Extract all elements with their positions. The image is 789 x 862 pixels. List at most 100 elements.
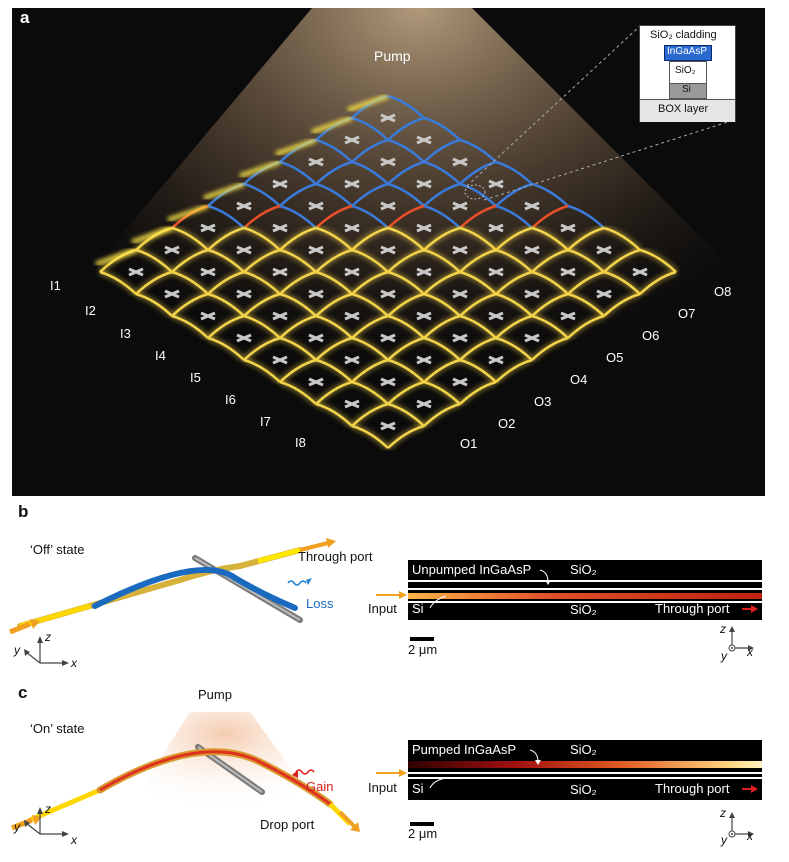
waveguide-segment <box>279 182 317 207</box>
on-axis-z: z <box>45 802 51 816</box>
input-lead <box>167 203 209 223</box>
waveguide-segment <box>171 314 209 339</box>
coupler-node <box>380 421 396 431</box>
waveguide-segment <box>387 160 425 185</box>
off-strip-si-label: Si <box>412 601 424 616</box>
off-strip-sio2-top: SiO₂ <box>570 562 597 577</box>
coupler-node <box>452 333 468 343</box>
output-label-1: O1 <box>460 436 478 451</box>
cross-section-inset: SiO₂ cladding InGaAsP SiO₂ Si BOX layer <box>639 25 736 122</box>
inset-ingaasp-layer: InGaAsP <box>664 45 712 61</box>
on-axis-y: y <box>14 820 20 834</box>
waveguide-segment <box>423 160 461 185</box>
input-label-1: I1 <box>50 278 61 293</box>
drop-port-label: Drop port <box>260 817 315 832</box>
on-strip-line-1 <box>408 772 762 774</box>
on-strip-input-label: Input <box>368 780 397 795</box>
output-label-5: O5 <box>606 350 624 365</box>
waveguide-segment <box>351 160 389 185</box>
coupler-node <box>416 223 432 233</box>
coupler-node <box>272 355 288 365</box>
coupler-node <box>452 289 468 299</box>
waveguide-segment <box>315 402 353 427</box>
coupler-node <box>308 333 324 343</box>
coupler-node <box>380 289 396 299</box>
coupler-node <box>524 245 540 255</box>
off-strip-mode <box>408 593 762 599</box>
coupler-node <box>380 333 396 343</box>
inset-sio2-layer: SiO₂ <box>669 61 707 84</box>
off-strip-unpumped-label: Unpumped InGaAsP <box>412 562 532 577</box>
input-lead <box>347 93 389 113</box>
coupler-node <box>344 223 360 233</box>
coupler-node <box>596 245 612 255</box>
inset-si-layer: Si <box>669 83 707 99</box>
on-strip-axis-z: z <box>720 806 726 820</box>
on-state-label: ‘On’ state <box>30 721 85 736</box>
waveguide-segment <box>351 116 389 141</box>
waveguide-segment <box>387 424 425 449</box>
coupler-node <box>128 267 144 277</box>
waveguide-segment <box>315 160 353 185</box>
off-strip-line-2 <box>408 588 762 590</box>
off-axis-z: z <box>45 630 51 644</box>
output-label-2: O2 <box>498 416 516 431</box>
waveguide-segment <box>423 182 461 207</box>
waveguide-segment <box>387 116 425 141</box>
coupler-node <box>200 223 216 233</box>
coupler-node <box>380 157 396 167</box>
coupler-node <box>200 267 216 277</box>
on-strip-through-port: Through port <box>655 781 730 796</box>
coupler-node <box>272 267 288 277</box>
off-axis-x: x <box>71 656 77 670</box>
coupler-node <box>344 179 360 189</box>
coupler-node <box>236 289 252 299</box>
off-strip-line-3 <box>408 601 762 603</box>
off-coupler-illustration <box>9 538 336 666</box>
input-label-7: I7 <box>260 414 271 429</box>
coupler-node <box>308 289 324 299</box>
inset-box-label: BOX layer <box>658 103 709 115</box>
output-label-3: O3 <box>534 394 552 409</box>
waveguide-segment <box>603 292 641 317</box>
input-label-4: I4 <box>155 348 166 363</box>
coupler-node <box>416 399 432 409</box>
output-label-7: O7 <box>678 306 696 321</box>
waveguide-segment <box>531 336 569 361</box>
waveguide-segment <box>351 424 389 449</box>
panel-a-letter: a <box>20 8 30 27</box>
coupler-node <box>524 201 540 211</box>
off-strip-axis-x: x <box>747 645 753 659</box>
output-label-4: O4 <box>570 372 588 387</box>
on-coupler-illustration <box>11 712 360 837</box>
panel-c-letter: c <box>18 683 28 702</box>
off-state-label: ‘Off’ state <box>30 542 85 557</box>
off-strip-axes-icon <box>728 626 754 652</box>
waveguide-segment <box>243 182 281 207</box>
panel-a-illustration: Pump I1 I2 I3 I4 I5 I6 I7 I8 O1 O2 O3 O4… <box>12 8 765 496</box>
coupler-node <box>452 157 468 167</box>
off-input-arrow-icon <box>376 591 407 599</box>
on-strip-line-2 <box>408 777 762 779</box>
waveguide-segment <box>351 182 389 207</box>
on-strip-axis-x: x <box>747 829 753 843</box>
coupler-node <box>308 201 324 211</box>
on-axis-x: x <box>71 833 77 847</box>
off-axis-y: y <box>14 643 20 657</box>
coupler-node <box>488 355 504 365</box>
coupler-node <box>416 311 432 321</box>
input-label-6: I6 <box>225 392 236 407</box>
waveguide-segment <box>279 160 317 185</box>
waveguide-segment <box>351 138 389 163</box>
inset-si-label: Si <box>682 84 691 95</box>
input-lead <box>203 181 245 201</box>
on-scale-label: 2 μm <box>408 826 438 841</box>
waveguide-segment <box>495 358 533 383</box>
coupler-node <box>380 113 396 123</box>
inset-sio2-label: SiO₂ <box>675 65 696 76</box>
coupler-node <box>308 245 324 255</box>
on-strip-sio2-top: SiO₂ <box>570 742 597 757</box>
waveguide-segment <box>459 380 497 405</box>
coupler-node <box>236 245 252 255</box>
input-lead <box>95 247 137 267</box>
